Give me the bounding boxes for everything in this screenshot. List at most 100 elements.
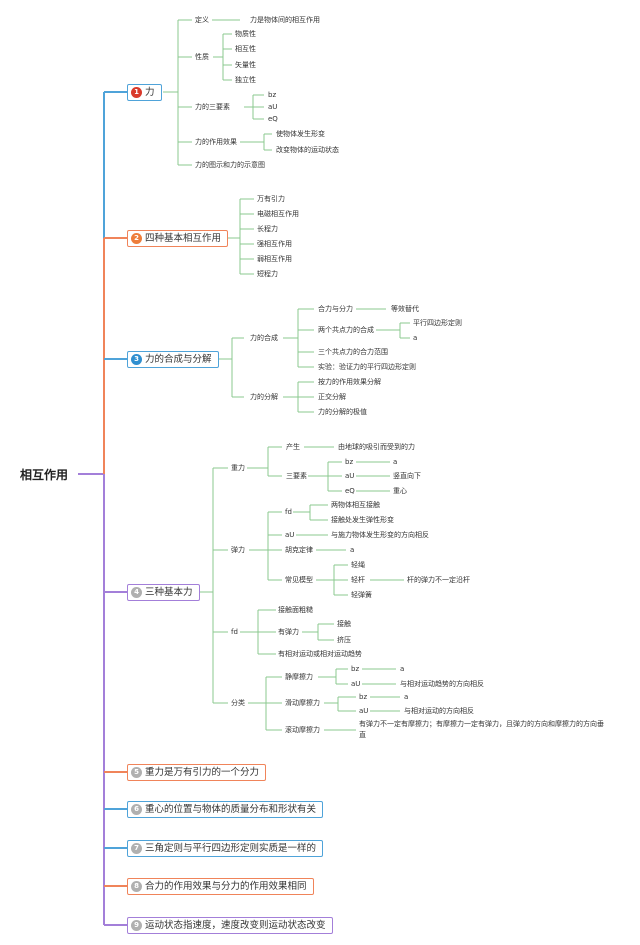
- t3-two-force-combination[interactable]: 两个共点力的合成: [318, 326, 374, 334]
- t4-gravity-three-elements[interactable]: 三要素: [286, 472, 307, 480]
- topic-9-label: 运动状态指速度，速度改变则运动状态改变: [145, 920, 326, 931]
- t1-effect-item[interactable]: 使物体发生形变: [276, 130, 325, 138]
- t3-combination[interactable]: 力的合成: [250, 334, 278, 342]
- t1-property[interactable]: 性质: [195, 53, 209, 61]
- topic-6-label: 重心的位置与物体的质量分布和形状有关: [145, 804, 317, 815]
- t4-model-item[interactable]: 轻弹簧: [351, 591, 372, 599]
- t4-static-friction-key[interactable]: bz: [351, 665, 360, 673]
- t4-sliding-friction-value[interactable]: 与相对运动的方向相反: [404, 707, 474, 715]
- topic-6-box[interactable]: 6 重心的位置与物体的质量分布和形状有关: [127, 801, 324, 818]
- t3-equivalent-substitution[interactable]: 等效替代: [391, 305, 419, 313]
- t4-gravity-element-value[interactable]: a: [393, 458, 398, 466]
- topic-9-box[interactable]: 9 运动状态指速度，速度改变则运动状态改变: [127, 917, 333, 934]
- topic-5-box[interactable]: 5 重力是万有引力的一个分力: [127, 764, 267, 781]
- t1-three-elements-item[interactable]: bz: [268, 91, 277, 99]
- t4-gravity-element-key[interactable]: eQ: [345, 487, 355, 495]
- t4-model-item[interactable]: 轻绳: [351, 561, 365, 569]
- t4-common-models[interactable]: 常见模型: [285, 576, 313, 584]
- t4-contact-item[interactable]: 接触: [337, 620, 351, 628]
- t4-sliding-friction-key[interactable]: aU: [359, 707, 369, 715]
- t4-rolling-friction-note[interactable]: 直: [359, 731, 366, 739]
- t4-static-friction-key[interactable]: aU: [351, 680, 361, 688]
- t2-item[interactable]: 长程力: [257, 225, 278, 233]
- topic-1-box[interactable]: 1 力: [127, 84, 162, 101]
- topic-4-number-badge: 4: [131, 587, 142, 598]
- t4-elastic-condition-item[interactable]: 两物体相互接触: [331, 501, 380, 509]
- t3-formula-a[interactable]: a: [413, 334, 418, 342]
- topic-1-label: 力: [145, 87, 155, 98]
- t4-static-friction-value[interactable]: 与相对运动趋势的方向相反: [400, 680, 484, 688]
- t2-item[interactable]: 万有引力: [257, 195, 285, 203]
- t2-item[interactable]: 弱相互作用: [257, 255, 292, 263]
- t4-friction-conditions[interactable]: fd: [231, 628, 238, 636]
- t4-friction-condition-item[interactable]: 接触面粗糙: [278, 606, 313, 614]
- t1-three-elements-item[interactable]: aU: [268, 103, 278, 111]
- t1-effect[interactable]: 力的作用效果: [195, 138, 237, 146]
- t4-rolling-friction[interactable]: 滚动摩擦力: [285, 726, 320, 734]
- t3-experiment[interactable]: 实验：验证力的平行四边形定则: [318, 363, 416, 371]
- t1-property-item[interactable]: 独立性: [235, 76, 256, 84]
- t4-elastic-conditions[interactable]: fd: [285, 508, 292, 516]
- t4-elastic-force[interactable]: 弹力: [231, 546, 245, 554]
- topic-7-number-badge: 7: [131, 843, 142, 854]
- topic-8-label: 合力的作用效果与分力的作用效果相同: [145, 881, 307, 892]
- t2-item[interactable]: 强相互作用: [257, 240, 292, 248]
- t4-friction-condition-item[interactable]: 有相对运动或相对运动趋势: [278, 650, 362, 658]
- t4-hookes-law-formula[interactable]: a: [350, 546, 355, 554]
- t4-contact-item[interactable]: 挤压: [337, 636, 351, 644]
- topic-4-label: 三种基本力: [145, 587, 193, 598]
- topic-4-box[interactable]: 4 三种基本力: [127, 584, 200, 601]
- t3-parallelogram-rule[interactable]: 平行四边形定则: [413, 319, 462, 327]
- t4-elastic-condition-item[interactable]: 接触处发生弹性形变: [331, 516, 394, 524]
- topic-3-box[interactable]: 3 力的合成与分解: [127, 351, 219, 368]
- t4-sliding-friction-value[interactable]: a: [404, 693, 409, 701]
- t4-gravity-origin-value[interactable]: 由地球的吸引而受到的力: [338, 443, 415, 451]
- t4-sliding-friction-key[interactable]: bz: [359, 693, 368, 701]
- t1-definition-value[interactable]: 力是物体间的相互作用: [250, 16, 320, 24]
- t4-rod-note[interactable]: 杆的弹力不一定沿杆: [407, 576, 470, 584]
- topic-6-number-badge: 6: [131, 804, 142, 815]
- t4-friction-condition-item[interactable]: 有弹力: [278, 628, 299, 636]
- t1-definition[interactable]: 定义: [195, 16, 209, 24]
- topic-7-box[interactable]: 7 三角定则与平行四边形定则实质是一样的: [127, 840, 324, 857]
- topic-2-box[interactable]: 2 四种基本相互作用: [127, 230, 229, 247]
- t4-static-friction[interactable]: 静摩擦力: [285, 673, 313, 681]
- t3-decomposition-item[interactable]: 力的分解的极值: [318, 408, 367, 416]
- t4-hookes-law[interactable]: 胡克定律: [285, 546, 313, 554]
- t4-static-friction-value[interactable]: a: [400, 665, 405, 673]
- topic-8-box[interactable]: 8 合力的作用效果与分力的作用效果相同: [127, 878, 314, 895]
- topic-2-number-badge: 2: [131, 233, 142, 244]
- topic-8-number-badge: 8: [131, 881, 142, 892]
- t4-gravity-element-key[interactable]: aU: [345, 472, 355, 480]
- t4-gravity-origin[interactable]: 产生: [286, 443, 300, 451]
- t1-three-elements-item[interactable]: eQ: [268, 115, 278, 123]
- t1-property-item[interactable]: 物质性: [235, 30, 256, 38]
- t3-resultant-and-component[interactable]: 合力与分力: [318, 305, 353, 313]
- t4-elastic-direction[interactable]: aU: [285, 531, 295, 539]
- t2-item[interactable]: 电磁相互作用: [257, 210, 299, 218]
- t4-model-item[interactable]: 轻杆: [351, 576, 365, 584]
- t1-three-elements[interactable]: 力的三要素: [195, 103, 230, 111]
- root-node[interactable]: 相互作用: [20, 468, 69, 482]
- t4-sliding-friction[interactable]: 滑动摩擦力: [285, 699, 320, 707]
- topic-5-number-badge: 5: [131, 767, 142, 778]
- t1-effect-item[interactable]: 改变物体的运动状态: [276, 146, 339, 154]
- t4-gravity-element-key[interactable]: bz: [345, 458, 354, 466]
- topic-9-number-badge: 9: [131, 920, 142, 931]
- t3-three-force-range[interactable]: 三个共点力的合力范围: [318, 348, 388, 356]
- t1-force-diagram[interactable]: 力的图示和力的示意图: [195, 161, 265, 169]
- t4-elastic-direction-value[interactable]: 与施力物体发生形变的方向相反: [331, 531, 429, 539]
- topic-1-number-badge: 1: [131, 87, 142, 98]
- t2-item[interactable]: 短程力: [257, 270, 278, 278]
- t3-decomposition-item[interactable]: 按力的作用效果分解: [318, 378, 381, 386]
- t4-rolling-friction-note[interactable]: 有弹力不一定有摩擦力；有摩擦力一定有弹力，且弹力的方向和摩擦力的方向垂: [359, 720, 604, 728]
- t4-gravity-element-value[interactable]: 重心: [393, 487, 407, 495]
- t3-decomposition-item[interactable]: 正交分解: [318, 393, 346, 401]
- t1-property-item[interactable]: 矢量性: [235, 61, 256, 69]
- t4-gravity[interactable]: 重力: [231, 464, 245, 472]
- t4-gravity-element-value[interactable]: 竖直向下: [393, 472, 421, 480]
- t1-property-item[interactable]: 相互性: [235, 45, 256, 53]
- t4-friction-classification[interactable]: 分类: [231, 699, 245, 707]
- t3-decomposition[interactable]: 力的分解: [250, 393, 278, 401]
